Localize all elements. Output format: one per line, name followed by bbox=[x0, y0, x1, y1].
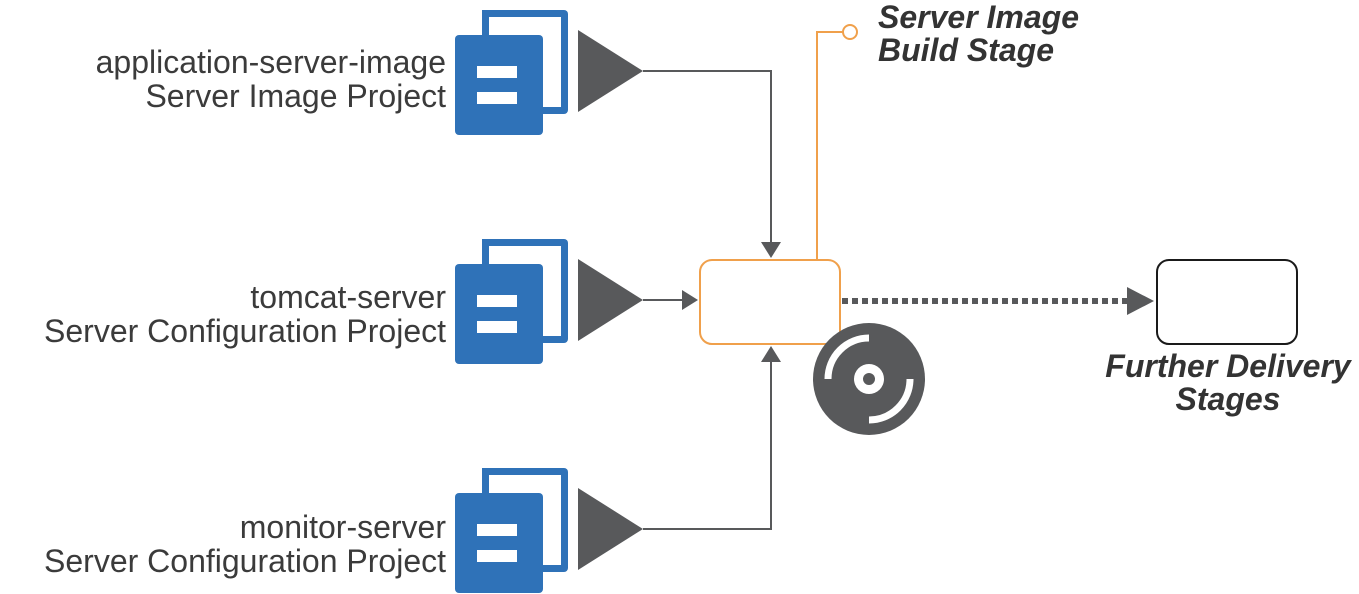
project-label-2: tomcat-server Server Configuration Proje… bbox=[44, 280, 446, 348]
arrowhead-middle bbox=[682, 290, 698, 310]
play-triangle-icon-3 bbox=[578, 488, 643, 570]
project-label-1: application-server-image Server Image Pr… bbox=[96, 45, 446, 113]
project-name: application-server-image bbox=[95, 44, 446, 80]
further-stage-label: Further Delivery Stages bbox=[1100, 350, 1356, 416]
stage-callout-dot bbox=[842, 24, 858, 40]
further-stage-label-line1: Further Delivery bbox=[1105, 348, 1351, 384]
build-stage-label-line1: Server Image bbox=[878, 0, 1080, 35]
stage-callout-line bbox=[816, 31, 843, 260]
project-name: tomcat-server bbox=[250, 279, 446, 315]
project-label-3: monitor-server Server Configuration Proj… bbox=[44, 510, 446, 578]
project-icon-3 bbox=[455, 468, 568, 593]
play-triangle-icon-2 bbox=[578, 259, 643, 341]
project-type: Server Configuration Project bbox=[44, 313, 446, 349]
project-type: Server Configuration Project bbox=[44, 543, 446, 579]
build-stage-label-line2: Build Stage bbox=[878, 32, 1055, 68]
further-stage-box[interactable] bbox=[1156, 259, 1298, 345]
arrowhead-top bbox=[761, 242, 781, 258]
connector-top bbox=[643, 70, 772, 242]
arrowhead-bottom bbox=[761, 346, 781, 362]
connector-bottom bbox=[643, 362, 772, 530]
project-icon-2 bbox=[455, 239, 568, 364]
project-type: Server Image Project bbox=[145, 78, 446, 114]
build-stage-box[interactable] bbox=[699, 259, 841, 345]
disc-image-icon bbox=[813, 323, 925, 435]
project-icon-1 bbox=[455, 10, 568, 135]
project-name: monitor-server bbox=[239, 509, 446, 545]
arrowhead-further bbox=[1127, 287, 1154, 315]
play-triangle-icon-1 bbox=[578, 30, 643, 112]
further-stage-label-line2: Stages bbox=[1175, 381, 1281, 417]
build-stage-label: Server Image Build Stage bbox=[878, 1, 1079, 67]
